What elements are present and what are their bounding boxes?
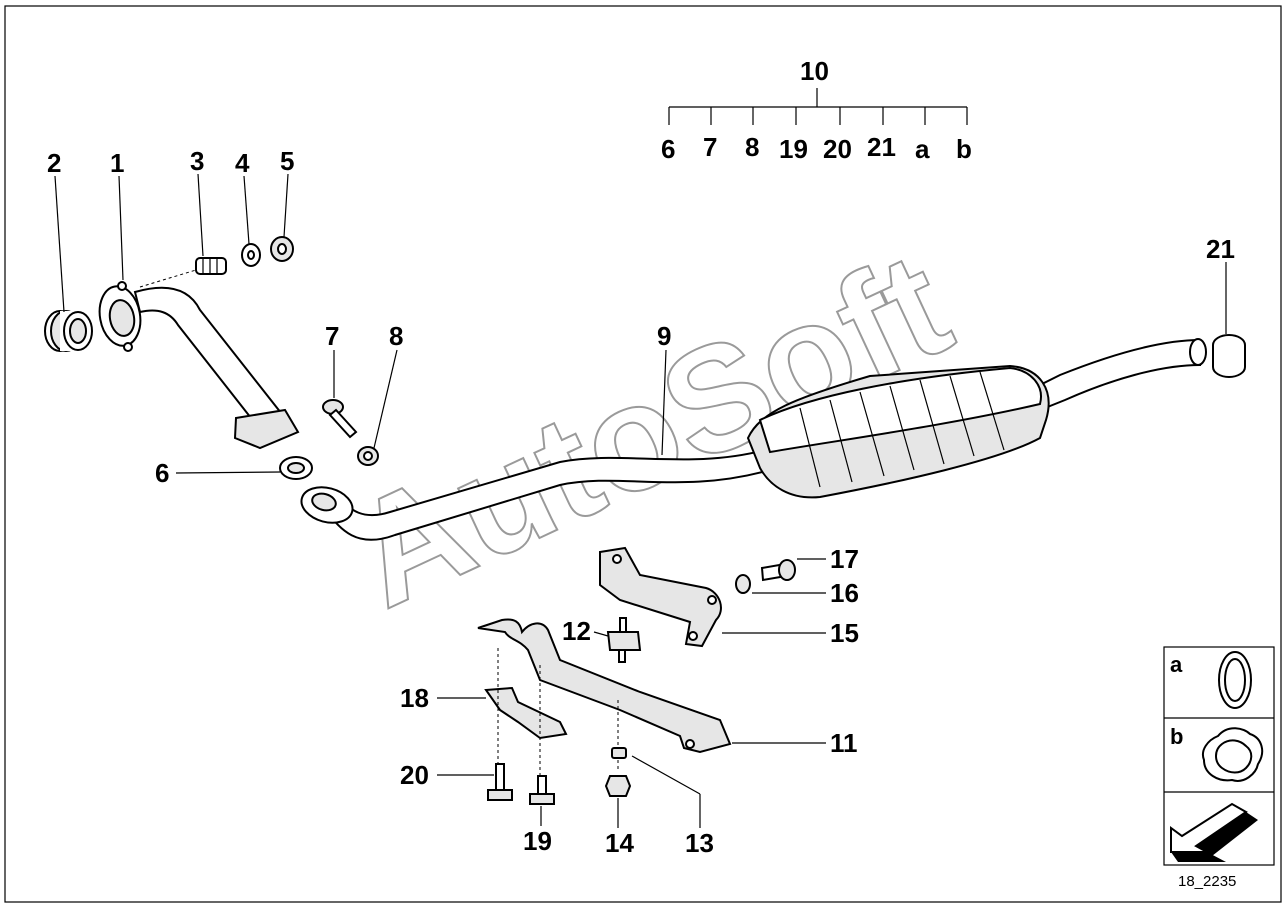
legend-label-a: a [1170,652,1183,677]
callout-20: 20 [400,760,494,790]
callout-21: 21 [1206,234,1235,334]
callout-label: 18 [400,683,429,713]
callout-label: 9 [657,321,671,351]
arrow-icon [1170,802,1258,862]
bracket [599,546,722,648]
rubber-mount [606,617,642,663]
callout-14: 14 [605,798,634,858]
kit-item-label: a [915,134,930,164]
callout-18: 18 [400,683,486,713]
callout-label: 14 [605,828,634,858]
callout-label: 11 [830,728,858,758]
diagram-frame [4,5,1282,903]
callout-4: 4 [235,148,250,245]
callout-label: 15 [830,618,859,648]
callout-1: 1 [110,148,124,281]
callout-7: 7 [325,321,339,398]
kit-item-label: 6 [661,134,675,164]
callout-label: 6 [155,458,169,488]
hex-bolt [760,559,796,582]
spring [195,257,227,275]
self-locking-nut [357,446,379,466]
callout-label: 20 [400,760,429,790]
callout-label: 16 [830,578,859,608]
callout-label: 8 [389,321,403,351]
kit-item-label: 21 [867,132,896,162]
bolt [322,399,358,439]
callout-9: 9 [657,321,671,456]
kit-item-label: 19 [779,134,808,164]
rear-silencer-pipe [300,338,1207,541]
legend-label-b: b [1170,724,1183,749]
kit-item-label: 7 [703,132,717,162]
clamp-sleeve [1212,334,1246,378]
kit-item-label: 8 [745,132,759,162]
callout-label: 13 [685,828,714,858]
callout-8: 8 [373,321,403,449]
callout-label: 17 [830,544,859,574]
callout-2: 2 [47,148,65,313]
callout-16: 16 [752,578,859,608]
front-pipe [98,269,300,450]
hex-bolt [487,763,513,801]
legend-panel: a b [1163,646,1275,866]
callout-6: 6 [155,458,281,488]
callout-label: 21 [1206,234,1235,264]
callout-label: 1 [110,148,124,178]
callout-19: 19 [523,806,552,856]
gasket-ring [279,456,313,480]
callout-3: 3 [190,146,204,257]
callout-label: 4 [235,148,250,178]
sealing-ring [44,310,93,352]
callout-label: 5 [280,146,294,176]
hex-nut [604,775,632,797]
callout-label: 3 [190,146,204,176]
callout-5: 5 [280,146,294,238]
washer [735,574,751,594]
callout-15: 15 [722,618,859,648]
kit-item-label: 20 [823,134,852,164]
callout-11: 11 [732,728,858,758]
spring-clip [611,747,627,759]
diagram-reference: 18_2235 [1178,873,1236,890]
callout-12: 12 [562,616,609,646]
kit-bracket: 10 6 7 8 19 20 21 a b [661,56,972,164]
hex-bolt [529,775,555,805]
support-bracket [477,618,732,754]
callout-label: 19 [523,826,552,856]
mounting-plate [484,686,568,740]
callout-label: 2 [47,148,61,178]
kit-item-label: b [956,134,972,164]
kit-header-label: 10 [800,56,829,86]
nut [270,236,294,262]
callout-13: 13 [631,755,714,858]
callout-17: 17 [797,544,859,574]
callout-label: 7 [325,321,339,351]
callout-label: 12 [562,616,591,646]
washer [241,243,261,267]
